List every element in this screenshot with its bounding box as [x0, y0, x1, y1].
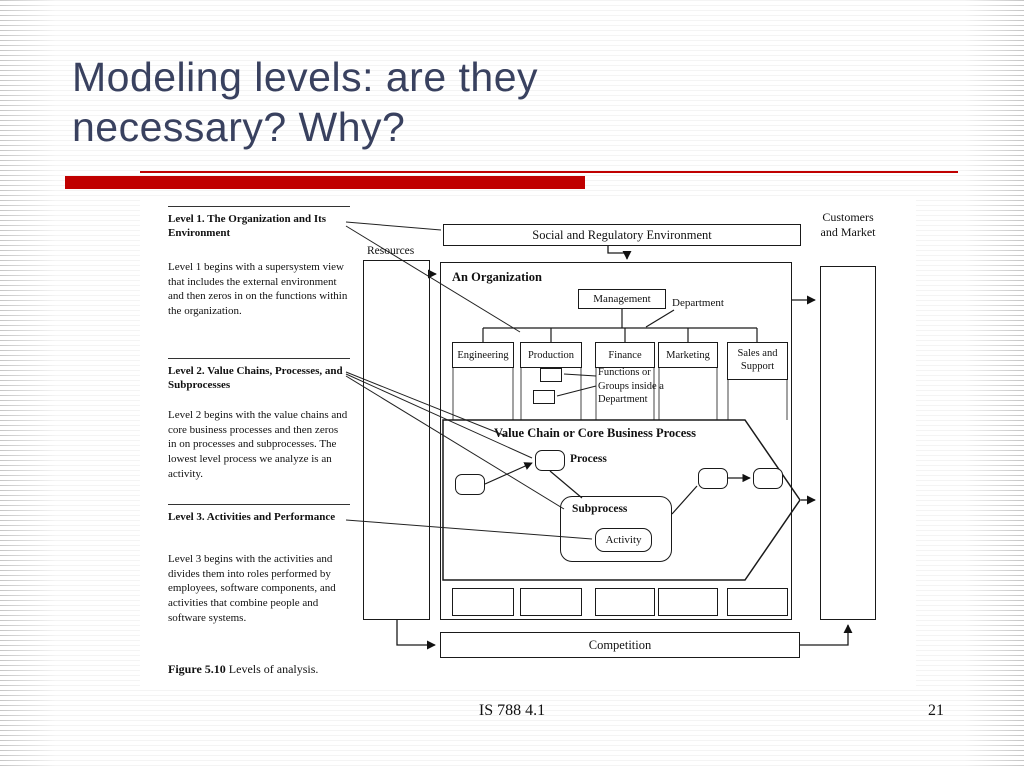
customers-market-box [820, 266, 876, 620]
title-line-2: necessary? Why? [72, 104, 406, 151]
dept-box-engineering: Engineering [452, 342, 514, 368]
title-line-1: Modeling levels: are they [72, 54, 539, 100]
functions-note: Functions or Groups inside a Department [598, 367, 664, 406]
footer-text: IS 788 4.1 [478, 702, 546, 719]
dept-box-marketing: Marketing [658, 342, 718, 368]
process-node-2 [535, 450, 565, 471]
subprocess-label: Subprocess [572, 503, 628, 515]
figure-caption-text: Levels of analysis. [228, 662, 319, 676]
function-group-box-2 [533, 390, 555, 404]
value-chain-label: Value Chain or Core Business Process [494, 426, 696, 440]
dept-column-box-2 [520, 588, 582, 616]
process-node-3 [698, 468, 728, 489]
department-label: Department [672, 297, 724, 309]
organization-label: An Organization [452, 270, 542, 284]
subprocess-container [560, 496, 672, 562]
page-title: Modeling levels: are they necessary? Why… [72, 52, 932, 152]
title-rule-thin [140, 171, 958, 173]
competition-box: Competition [440, 632, 800, 658]
activity-box: Activity [595, 528, 652, 552]
dept-box-finance: Finance [595, 342, 655, 368]
level2-heading: Level 2. Value Chains, Processes, and Su… [168, 358, 350, 392]
figure-caption-label: Figure 5.10 [168, 662, 226, 676]
dept-box-production: Production [520, 342, 582, 368]
dept-column-box-5 [727, 588, 788, 616]
dept-column-box-4 [658, 588, 718, 616]
level1-body: Level 1 begins with a supersystem view t… [168, 261, 348, 317]
dept-column-box-1 [452, 588, 514, 616]
title-rule-thick [65, 176, 585, 189]
dept-box-sales-support: Sales and Support [727, 342, 788, 380]
function-group-box-1 [540, 368, 562, 382]
customers-market-label: Customers and Market [820, 210, 876, 239]
resources-label: Resources [367, 245, 415, 257]
dept-column-box-3 [595, 588, 655, 616]
level2-body: Level 2 begins with the value chains and… [168, 409, 348, 480]
management-box: Management [578, 289, 666, 309]
level1-heading: Level 1. The Organization and Its Enviro… [168, 206, 350, 240]
figure-levels-of-analysis: Level 1. The Organization and Its Enviro… [140, 196, 916, 690]
process-node-4 [753, 468, 783, 489]
page-number: 21 [928, 702, 944, 719]
level3-heading: Level 3. Activities and Performance [168, 504, 350, 524]
process-label: Process [570, 453, 607, 465]
social-environment-box: Social and Regulatory Environment [443, 224, 801, 246]
resources-box [363, 260, 430, 620]
process-node-1 [455, 474, 485, 495]
level3-body: Level 3 begins with the activities and d… [168, 553, 336, 624]
organization-box [440, 262, 792, 620]
figure-caption: Figure 5.10 Levels of analysis. [168, 662, 318, 677]
